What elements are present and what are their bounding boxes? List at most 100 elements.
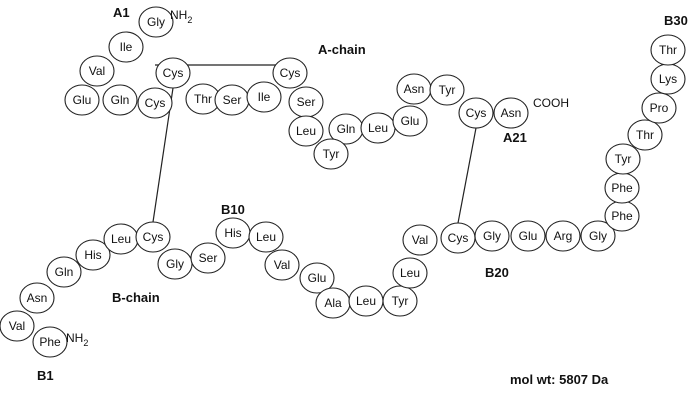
a-chain-c-terminus: COOH	[533, 96, 569, 110]
b-chain-residue-label: Gln	[55, 265, 74, 279]
b-chain-residue-25: Phe	[604, 172, 640, 204]
b-chain-residue-label: Leu	[356, 294, 376, 308]
b-chain-residue-label: Leu	[111, 232, 131, 246]
b-chain-residue-4: Gln	[46, 256, 82, 288]
a-chain-residue-label: Cys	[280, 66, 301, 80]
a-chain-residue-circle	[429, 74, 465, 106]
b-chain-residue-label: Val	[412, 233, 428, 247]
b-chain-residue-circle	[32, 326, 68, 358]
a-chain-residue-1: Gly	[138, 6, 174, 38]
a-chain-residue-label: Cys	[145, 96, 166, 110]
b-chain-residue-30: Thr	[650, 34, 686, 66]
b-chain-residue-label: Glu	[519, 229, 538, 243]
b-chain-residue-label: Phe	[39, 335, 61, 349]
a-chain-residue-11: Cys	[272, 57, 308, 89]
a-chain-n-terminus: NH2	[170, 8, 192, 25]
b-chain-n-terminus: NH2	[66, 331, 88, 348]
a-chain-residue-circle	[108, 31, 144, 63]
b-chain-residue-label: Val	[9, 319, 25, 333]
b-chain-residue-22: Arg	[545, 220, 581, 252]
b-chain-residue-8: Gly	[157, 248, 193, 280]
a-chain-residue-circle	[458, 97, 494, 129]
b-chain-residue-9: Ser	[190, 242, 226, 274]
a-chain-residue-21: Asn	[493, 97, 529, 129]
b-chain-residue-label: Gly	[589, 229, 607, 243]
b-chain-residue-circle	[264, 249, 300, 281]
a-chain-residue-16: Tyr	[313, 138, 349, 170]
b-chain-residue-label: Gly	[166, 257, 184, 271]
b-chain-residue-19: Cys	[440, 222, 476, 254]
b20-label: B20	[485, 265, 509, 280]
b-chain-residue-14: Ala	[315, 287, 351, 319]
a-chain-residue-6: Cys	[137, 87, 173, 119]
a-chain-residue-label: Ile	[258, 90, 271, 104]
a-chain-residue-label: Asn	[501, 106, 522, 120]
b-chain-residue-3: Asn	[19, 282, 55, 314]
b-chain-residue-circle	[248, 221, 284, 253]
b-chain-residue-26: Tyr	[605, 143, 641, 175]
b-chain-residue-label: Ala	[324, 296, 342, 310]
a-chain-residue-9: Ser	[214, 84, 250, 116]
b-chain-residue-label: Glu	[308, 271, 327, 285]
b-chain-residue-circle	[299, 262, 335, 294]
b-chain-residue-label: Phe	[611, 181, 633, 195]
a-chain-residue-7: Cys	[155, 57, 191, 89]
b-chain-residue-label: Leu	[400, 266, 420, 280]
b-chain-residue-15: Leu	[348, 285, 384, 317]
b-chain-residue-11: Leu	[248, 221, 284, 253]
a-chain-residue-label: Tyr	[439, 83, 456, 97]
a-chain-residue-label: Cys	[163, 66, 184, 80]
b-chain-residue-label: Cys	[448, 231, 469, 245]
b1-label: B1	[37, 368, 54, 383]
b-chain-residue-circle	[627, 119, 663, 151]
a-chain-residue-label: Thr	[194, 92, 212, 106]
a-chain-residue-20: Cys	[458, 97, 494, 129]
mol-weight-label: mol wt: 5807 Da	[510, 372, 609, 387]
b-chain-residue-label: His	[224, 226, 241, 240]
b-chain-residue-label: Thr	[636, 128, 654, 142]
a-chain-residue-18: Asn	[396, 73, 432, 105]
b-chain-residue-label: Tyr	[615, 152, 632, 166]
a-chain-residue-label: Glu	[73, 93, 92, 107]
a-chain-residue-12: Ser	[288, 86, 324, 118]
disulfide-bond-A20-B19	[457, 127, 477, 224]
b-chain-residue-24: Phe	[604, 200, 640, 232]
a-chain-residue-circle	[288, 115, 324, 147]
a-chain-residue-label: Val	[89, 64, 105, 78]
b-chain-residue-circle	[580, 220, 616, 252]
a-chain-residue-circle	[392, 105, 428, 137]
a1-label: A1	[113, 5, 130, 20]
a-chain-residue-3: Val	[79, 55, 115, 87]
a-chain-residue-label: Gly	[147, 15, 165, 29]
b-chain-residue-label: Phe	[611, 209, 633, 223]
a-chain-residue-label: Ile	[120, 40, 133, 54]
b-chain-residue-7: Cys	[135, 221, 171, 253]
b-chain-residue-circle	[46, 256, 82, 288]
a-chain-residue-10: Ile	[246, 81, 282, 113]
a-chain-label: A-chain	[318, 42, 366, 57]
b-chain-residue-circle	[641, 92, 677, 124]
b-chain-residue-label: Asn	[27, 291, 48, 305]
a-chain-residue-circle	[313, 138, 349, 170]
b-chain-residue-circle	[19, 282, 55, 314]
a-chain-residue-17: Glu	[392, 105, 428, 137]
a-chain-residue-circle	[79, 55, 115, 87]
b-chain-residue-circle	[474, 220, 510, 252]
a21-label: A21	[503, 130, 527, 145]
b-chain-residue-circle	[0, 310, 35, 342]
a-chain-residue-circle	[272, 57, 308, 89]
a-chain-residue-circle	[137, 87, 173, 119]
a-chain-residue-label: Gln	[111, 93, 130, 107]
b-chain-residue-18: Val	[402, 224, 438, 256]
b-chain-residue-29: Lys	[650, 63, 686, 95]
a-chain-residue-circle	[493, 97, 529, 129]
b-chain-residue-10: His	[215, 217, 251, 249]
b-chain-residue-label: Gly	[483, 229, 501, 243]
b-chain-residue-17: Leu	[392, 257, 428, 289]
b-chain-residue-2: Val	[0, 310, 35, 342]
b-chain-residue-circle	[75, 239, 111, 271]
b-chain-residue-circle	[650, 34, 686, 66]
a-chain-residue-label: Ser	[223, 93, 242, 107]
a-chain-residue-13: Leu	[288, 115, 324, 147]
